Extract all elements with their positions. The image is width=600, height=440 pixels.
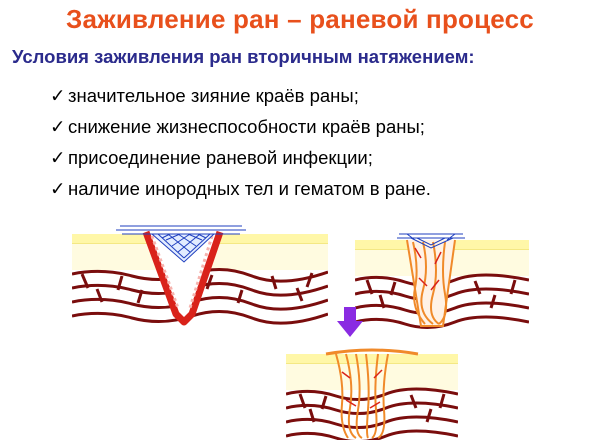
condition-text: значительное зияние краёв раны; [68,85,359,106]
condition-text: снижение жизнеспособности краёв раны; [68,116,425,137]
granulation-tissue [406,239,456,327]
check-mark-icon: ✓ [50,117,66,138]
slide-title: Заживление ран – раневой процесс [66,4,534,34]
muscle-layer [286,387,458,440]
granulating-wound-illustration [355,233,529,329]
open-wound-illustration [72,225,328,326]
condition-item: ✓значительное зияние краёв раны; [50,80,431,111]
check-mark-icon: ✓ [50,179,66,200]
wound-cavity [142,230,224,326]
check-mark-icon: ✓ [50,86,66,107]
epidermis-layer [286,354,458,364]
condition-text: наличие инородных тел и гематом в ране. [68,178,431,199]
scab-mesh [397,233,465,249]
conditions-list: ✓значительное зияние краёв раны; ✓снижен… [50,80,431,204]
arrow-down-icon [337,307,363,337]
condition-text: присоединение раневой инфекции; [68,147,373,168]
check-mark-icon: ✓ [50,148,66,169]
condition-item: ✓наличие инородных тел и гематом в ране. [50,173,431,204]
dermis-layer [286,364,458,390]
slide-subtitle: Условия заживления ран вторичным натяжен… [12,46,475,67]
healed-scar-illustration [286,348,458,440]
scab-mesh [116,225,246,263]
scar-tissue [325,348,419,439]
condition-item: ✓присоединение раневой инфекции; [50,142,431,173]
condition-item: ✓снижение жизнеспособности краёв раны; [50,111,431,142]
